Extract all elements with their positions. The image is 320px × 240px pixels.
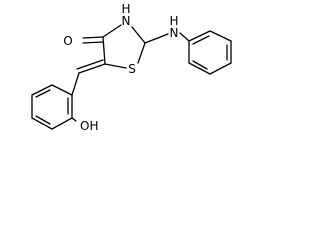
aryl-double-1 <box>35 89 51 98</box>
bond-aryl-oh <box>71 117 77 122</box>
phenyl-bond-2 <box>209 30 232 42</box>
aryl-double-2 <box>35 115 51 125</box>
molecule-drawing: O N H N H S OH <box>31 2 232 133</box>
carbonyl-oxygen-label: O <box>63 34 72 48</box>
bond-c4-o-2 <box>82 41 104 44</box>
bond-s1-c5 <box>104 63 127 69</box>
ring-nh-n-label: N <box>122 14 131 28</box>
bond-c5-ch-2 <box>76 59 104 70</box>
phenyl-bond-1 <box>188 30 211 42</box>
hydroxyl-label: OH <box>80 119 98 133</box>
structure-canvas: O N H N H S OH <box>0 0 244 144</box>
ring-nh-h-label: H <box>121 2 130 16</box>
bond-nh-phenyl <box>179 32 190 42</box>
bond-c4-n3 <box>102 24 122 38</box>
aryl-bond-5 <box>51 117 73 130</box>
phenyl-double-3 <box>192 60 208 70</box>
imine-h-label: H <box>169 14 178 28</box>
aryl-bond-4 <box>31 117 53 130</box>
bond-ch-aryl <box>71 72 80 96</box>
phenyl-bond-4 <box>209 62 232 75</box>
phenyl-bond-5 <box>188 62 211 75</box>
imine-n-label: N <box>170 26 179 40</box>
phenyl-double-1 <box>192 35 210 45</box>
aryl-bond-1 <box>51 84 73 96</box>
bond-c2-s1 <box>137 42 146 64</box>
bond-n3-c2 <box>131 26 146 44</box>
aryl-bond-2 <box>31 84 53 96</box>
sulfur-label: S <box>128 62 136 76</box>
bond-c4-o-1 <box>82 36 104 39</box>
bond-c2-nh <box>144 33 169 44</box>
bond-c5-ch-1 <box>78 63 106 74</box>
